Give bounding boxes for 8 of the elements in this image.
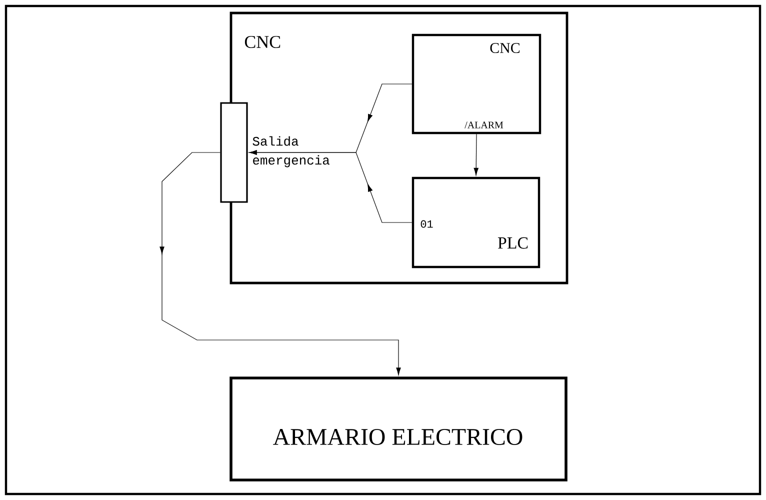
arrow (474, 134, 478, 176)
arrow (160, 152, 401, 376)
connector-terminal (220, 102, 248, 203)
arrow (249, 150, 412, 223)
plc-box: 01 PLC (412, 176, 540, 268)
cabinet-box: ARMARIO ELECTRICO (230, 376, 568, 482)
signal-label: Salida emergencia (252, 136, 330, 168)
cnc-box: CNC /ALARM (412, 34, 542, 134)
